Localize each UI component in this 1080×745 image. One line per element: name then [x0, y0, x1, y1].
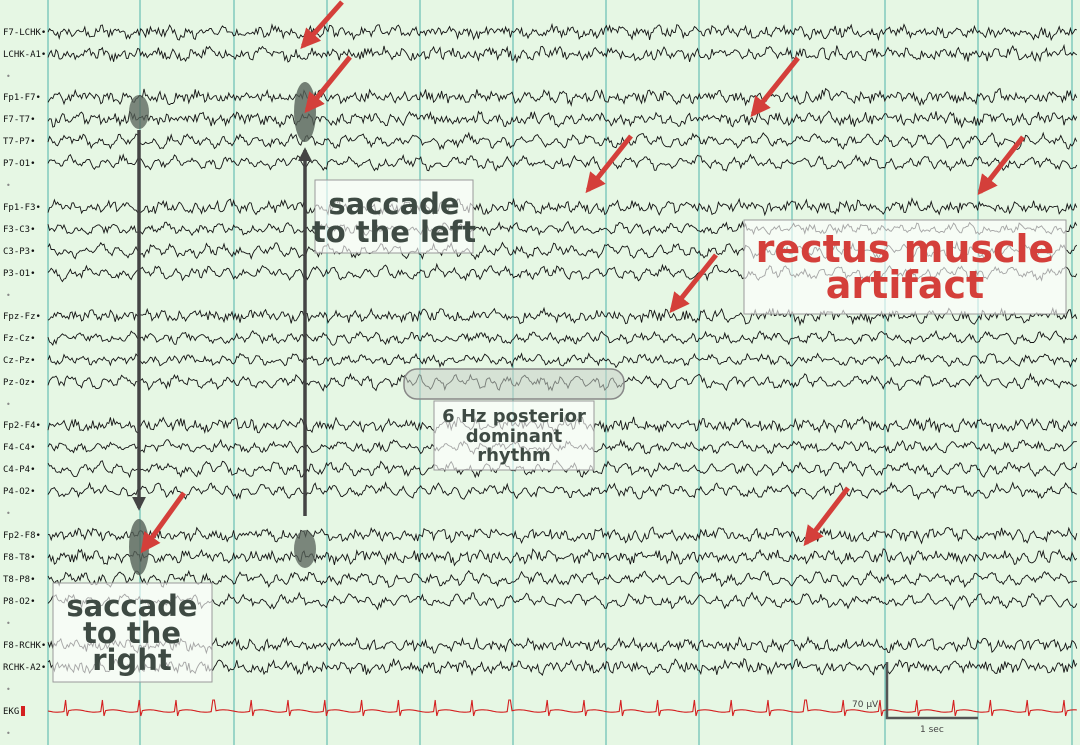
eeg-trace — [47, 526, 1078, 545]
rectus-line2: artifact — [826, 263, 984, 307]
saccade-left-line1: saccade — [328, 187, 459, 221]
saccade-right-callout: saccade to the right — [52, 582, 213, 683]
channel-label: F8-T8• — [3, 553, 36, 563]
eeg-trace — [47, 43, 1078, 64]
eeg-trace — [47, 197, 1078, 217]
channel-label: P3-O1• — [3, 269, 36, 279]
channel-label: T7-P7• — [3, 137, 36, 147]
channel-label: F7-T7• — [3, 115, 36, 125]
channel-label: P8-O2• — [3, 597, 36, 607]
eeg-trace — [47, 635, 1078, 655]
rectus-artifact-callout: rectus muscle artifact — [743, 219, 1067, 315]
eeg-trace — [47, 657, 1078, 677]
eeg-trace — [47, 569, 1077, 589]
channel-label: F3-C3• — [3, 225, 36, 235]
channel-separator-dot: • — [6, 291, 11, 300]
channel-separator-dot: • — [6, 72, 11, 81]
saccade-right-line3: right — [92, 643, 172, 677]
rectus-artifact-arrows — [140, 0, 1025, 554]
eeg-trace — [47, 481, 1077, 501]
channel-label: Fp1-F3• — [3, 203, 41, 213]
pdr-callout: 6 Hz posterior dominant rhythm — [433, 400, 595, 471]
channel-separator-dot: • — [6, 181, 11, 190]
channel-label: Fp1-F7• — [3, 93, 41, 103]
channel-labels: • • • • • • • • F7-LCHK• LCHK-A1• Fp1-F7• F7-T7• T7-… — [3, 28, 46, 738]
channel-label: F8-RCHK• — [3, 641, 46, 651]
channel-label: T8-P8• — [3, 575, 36, 585]
channel-separator-dot: • — [6, 619, 11, 628]
eeg-trace — [47, 306, 1078, 327]
saccade-left-marker-bottom — [294, 530, 316, 568]
eeg-trace — [47, 352, 1078, 369]
channel-label: Fz-Cz• — [3, 334, 36, 344]
channel-label: F4-C4• — [3, 443, 36, 453]
channel-label: Fpz-Fz• — [3, 312, 41, 322]
rectus-line1: rectus muscle — [756, 227, 1055, 271]
channel-separator-dot: • — [6, 729, 11, 738]
eeg-trace — [47, 591, 1078, 611]
amplitude-scale-label: 70 μV — [852, 700, 879, 710]
pdr-line3: rhythm — [477, 445, 551, 466]
eeg-trace — [47, 548, 1078, 567]
ekg-trace — [47, 699, 1077, 717]
time-scale-label: 1 sec — [920, 725, 944, 735]
saccade-right-line1: saccade — [66, 589, 197, 623]
saccade-left-callout: saccade to the left — [312, 179, 476, 254]
channel-label: P4-O2• — [3, 487, 36, 497]
saccade-right-marker-top — [129, 95, 149, 129]
pdr-line2: dominant — [466, 426, 563, 447]
channel-label: Fp2-F4• — [3, 421, 41, 431]
saccade-left-line2: to the left — [312, 215, 476, 249]
channel-separator-dot: • — [6, 509, 11, 518]
calibration-scale: 70 μV 1 sec — [852, 662, 978, 735]
channel-label: RCHK-A2• — [3, 663, 46, 673]
ekg-marker — [21, 706, 25, 716]
channel-label: LCHK-A1• — [3, 50, 46, 60]
eeg-trace — [47, 131, 1078, 151]
channel-label: C4-P4• — [3, 465, 36, 475]
channel-separator-dot: • — [6, 685, 11, 694]
eeg-trace — [47, 22, 1077, 42]
channel-label: Fp2-F8• — [3, 531, 41, 541]
channel-label: F7-LCHK• — [3, 28, 46, 38]
channel-label: P7-O1• — [3, 159, 36, 169]
saccade-left-marker-top — [294, 82, 316, 142]
pdr-line1: 6 Hz posterior — [442, 406, 586, 427]
eeg-trace — [47, 329, 1078, 346]
eeg-trace — [47, 109, 1078, 129]
channel-label: C3-P3• — [3, 247, 36, 257]
channel-label: Pz-Oz• — [3, 378, 36, 388]
channel-label: EKG — [3, 707, 19, 717]
eeg-trace — [47, 153, 1078, 172]
eeg-trace — [47, 87, 1078, 107]
pdr-highlight-box — [403, 368, 625, 400]
channel-label: Cz-Pz• — [3, 356, 36, 366]
channel-separator-dot: • — [6, 400, 11, 409]
saccade-right-line2: to the — [83, 616, 181, 650]
